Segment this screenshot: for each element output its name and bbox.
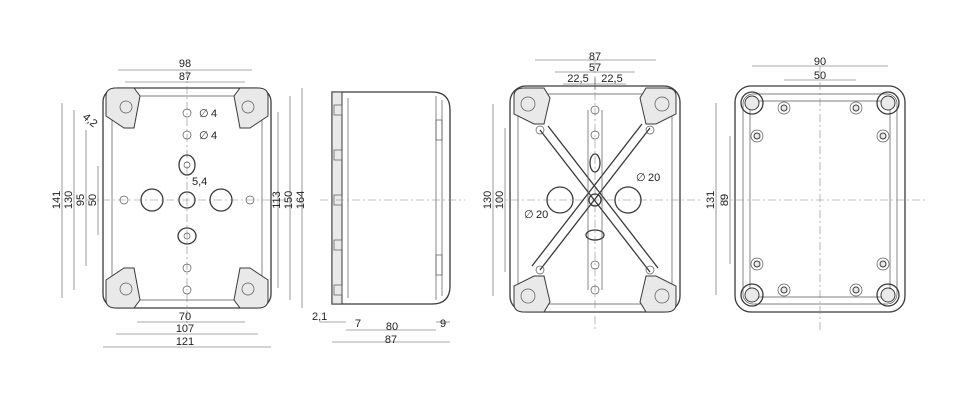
dim-inside-top-3: 22,5 (567, 73, 588, 85)
dim-lid-left-2: 89 (719, 194, 731, 206)
front-hole-label-1: 4 (211, 108, 217, 120)
dim-front-right-1: 113 (271, 191, 283, 209)
dim-front-bottom-3: 121 (176, 336, 194, 348)
dim-inside-top-1: 87 (589, 51, 601, 63)
dim-front-bottom-2: 107 (176, 323, 194, 335)
lid-corner-screws (740, 91, 900, 307)
lid-view: 90 50 131 89 (705, 56, 925, 330)
dim-side-2: 7 (355, 318, 361, 330)
dim-front-top-1: 98 (179, 58, 191, 70)
dim-front-right-2: 150 (283, 191, 295, 209)
inside-holes (535, 105, 655, 295)
inside-hole-label-1: 20 (648, 172, 660, 184)
dim-front-left-1: 141 (51, 191, 63, 209)
front-hole-label-2: 4 (211, 130, 217, 142)
front-dia-symbol-1: ∅ (199, 108, 209, 120)
lid-inner-bosses (750, 101, 890, 297)
dim-front-left-4: 50 (87, 194, 99, 206)
front-corner-label: 4,2 (80, 111, 99, 130)
dim-front-left-3: 95 (75, 194, 87, 206)
side-view: 2,1 7 80 9 87 (312, 91, 465, 346)
front-dia-symbol-2: ∅ (199, 130, 209, 142)
inside-hole-label-2: 20 (536, 209, 548, 221)
dim-side-5: 87 (385, 334, 397, 346)
dim-lid-top-1: 90 (814, 56, 826, 68)
inside-x-ribs (531, 110, 659, 290)
corner-bosses (105, 87, 269, 309)
inside-dia-symbol-1: ∅ (636, 172, 646, 184)
dim-front-right-3: 164 (295, 191, 307, 209)
dim-inside-top-2: 57 (589, 62, 601, 74)
dim-side-3: 80 (386, 321, 398, 333)
side-ribs (333, 104, 443, 296)
inside-dia-symbol-2: ∅ (524, 209, 534, 221)
dim-front-top-2: 87 (179, 71, 191, 83)
front-hole-label-3: 5,4 (192, 176, 207, 188)
dim-inside-left-1: 130 (482, 191, 494, 209)
dim-lid-top-2: 50 (814, 70, 826, 82)
front-view: 98 87 141 130 95 50 113 150 164 ∅ 4 ∅ 4 … (51, 58, 307, 348)
dim-side-1: 2,1 (312, 311, 327, 323)
inside-view: 87 57 22,5 22,5 130 100 ∅ 20 ∅ 20 (482, 51, 700, 330)
front-knockouts (119, 108, 255, 295)
dim-inside-left-2: 100 (494, 191, 506, 209)
dim-lid-left-1: 131 (705, 191, 717, 209)
dim-front-bottom-1: 70 (179, 311, 191, 323)
dim-side-4: 9 (440, 318, 446, 330)
dim-inside-top-4: 22,5 (601, 73, 622, 85)
dim-front-left-2: 130 (63, 191, 75, 209)
inside-corner-bosses (513, 87, 677, 313)
